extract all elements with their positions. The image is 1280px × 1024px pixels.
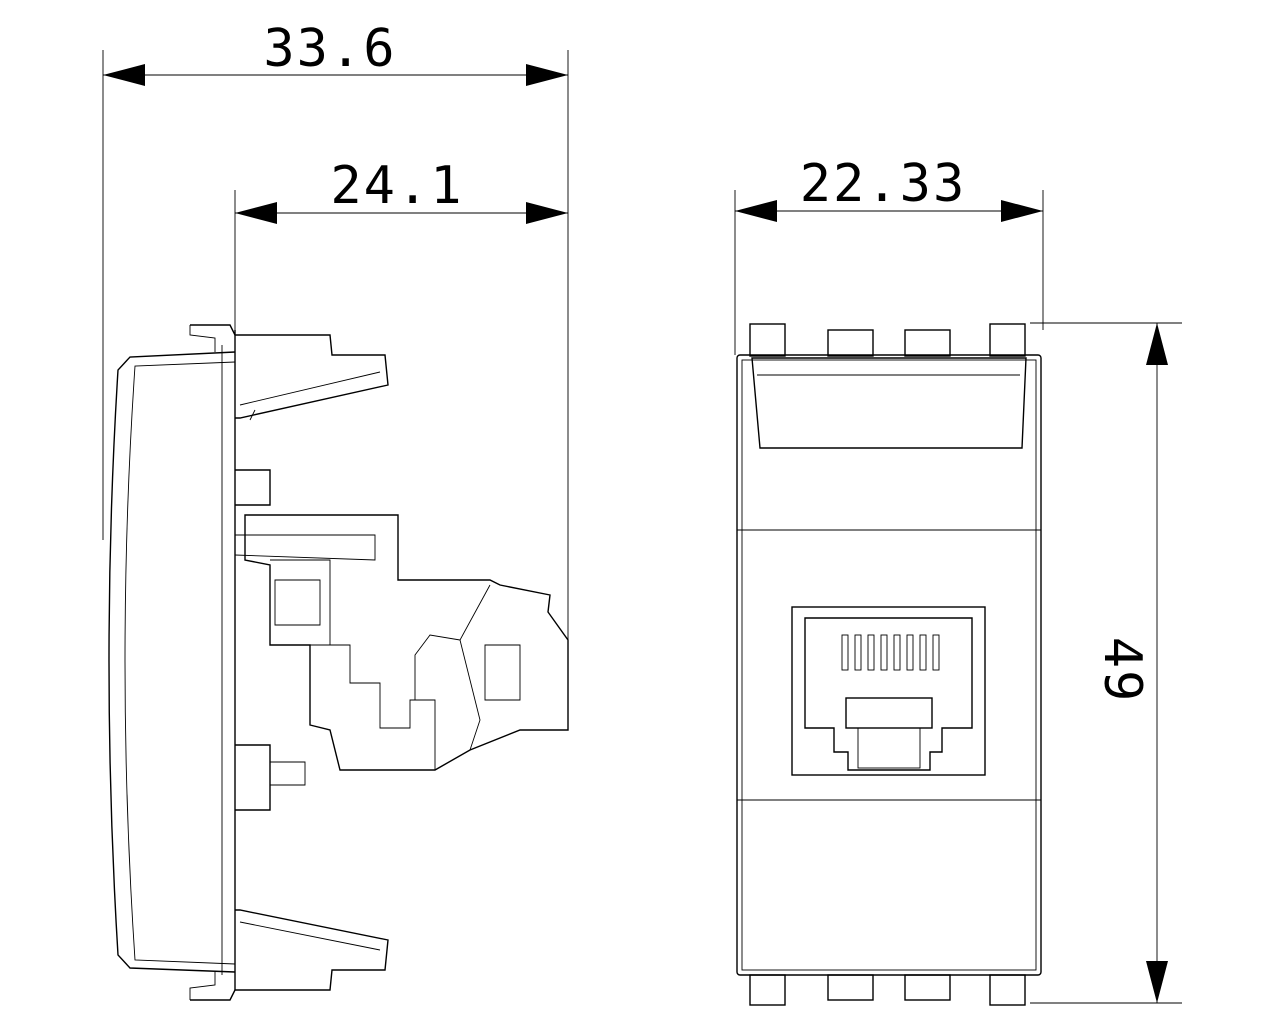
rj45-socket [791,606,986,776]
label-window [751,357,1027,449]
rj45-contacts [841,634,940,671]
top-tabs [749,323,1026,357]
dimension-label-22-33: 22.33 [800,154,967,214]
dimension-label-49: 49 [1092,637,1152,704]
dimension-body-depth: 24.1 [234,156,568,330]
dimension-width: 22.33 [734,154,1044,355]
front-view [736,323,1042,1006]
dimension-label-33-6: 33.6 [263,19,396,79]
bottom-tabs [749,974,1026,1006]
side-view [108,324,569,1001]
dimension-label-24-1: 24.1 [330,156,463,216]
dimension-overall-depth: 33.6 [102,19,569,640]
dimension-height: 49 [1030,322,1182,1004]
